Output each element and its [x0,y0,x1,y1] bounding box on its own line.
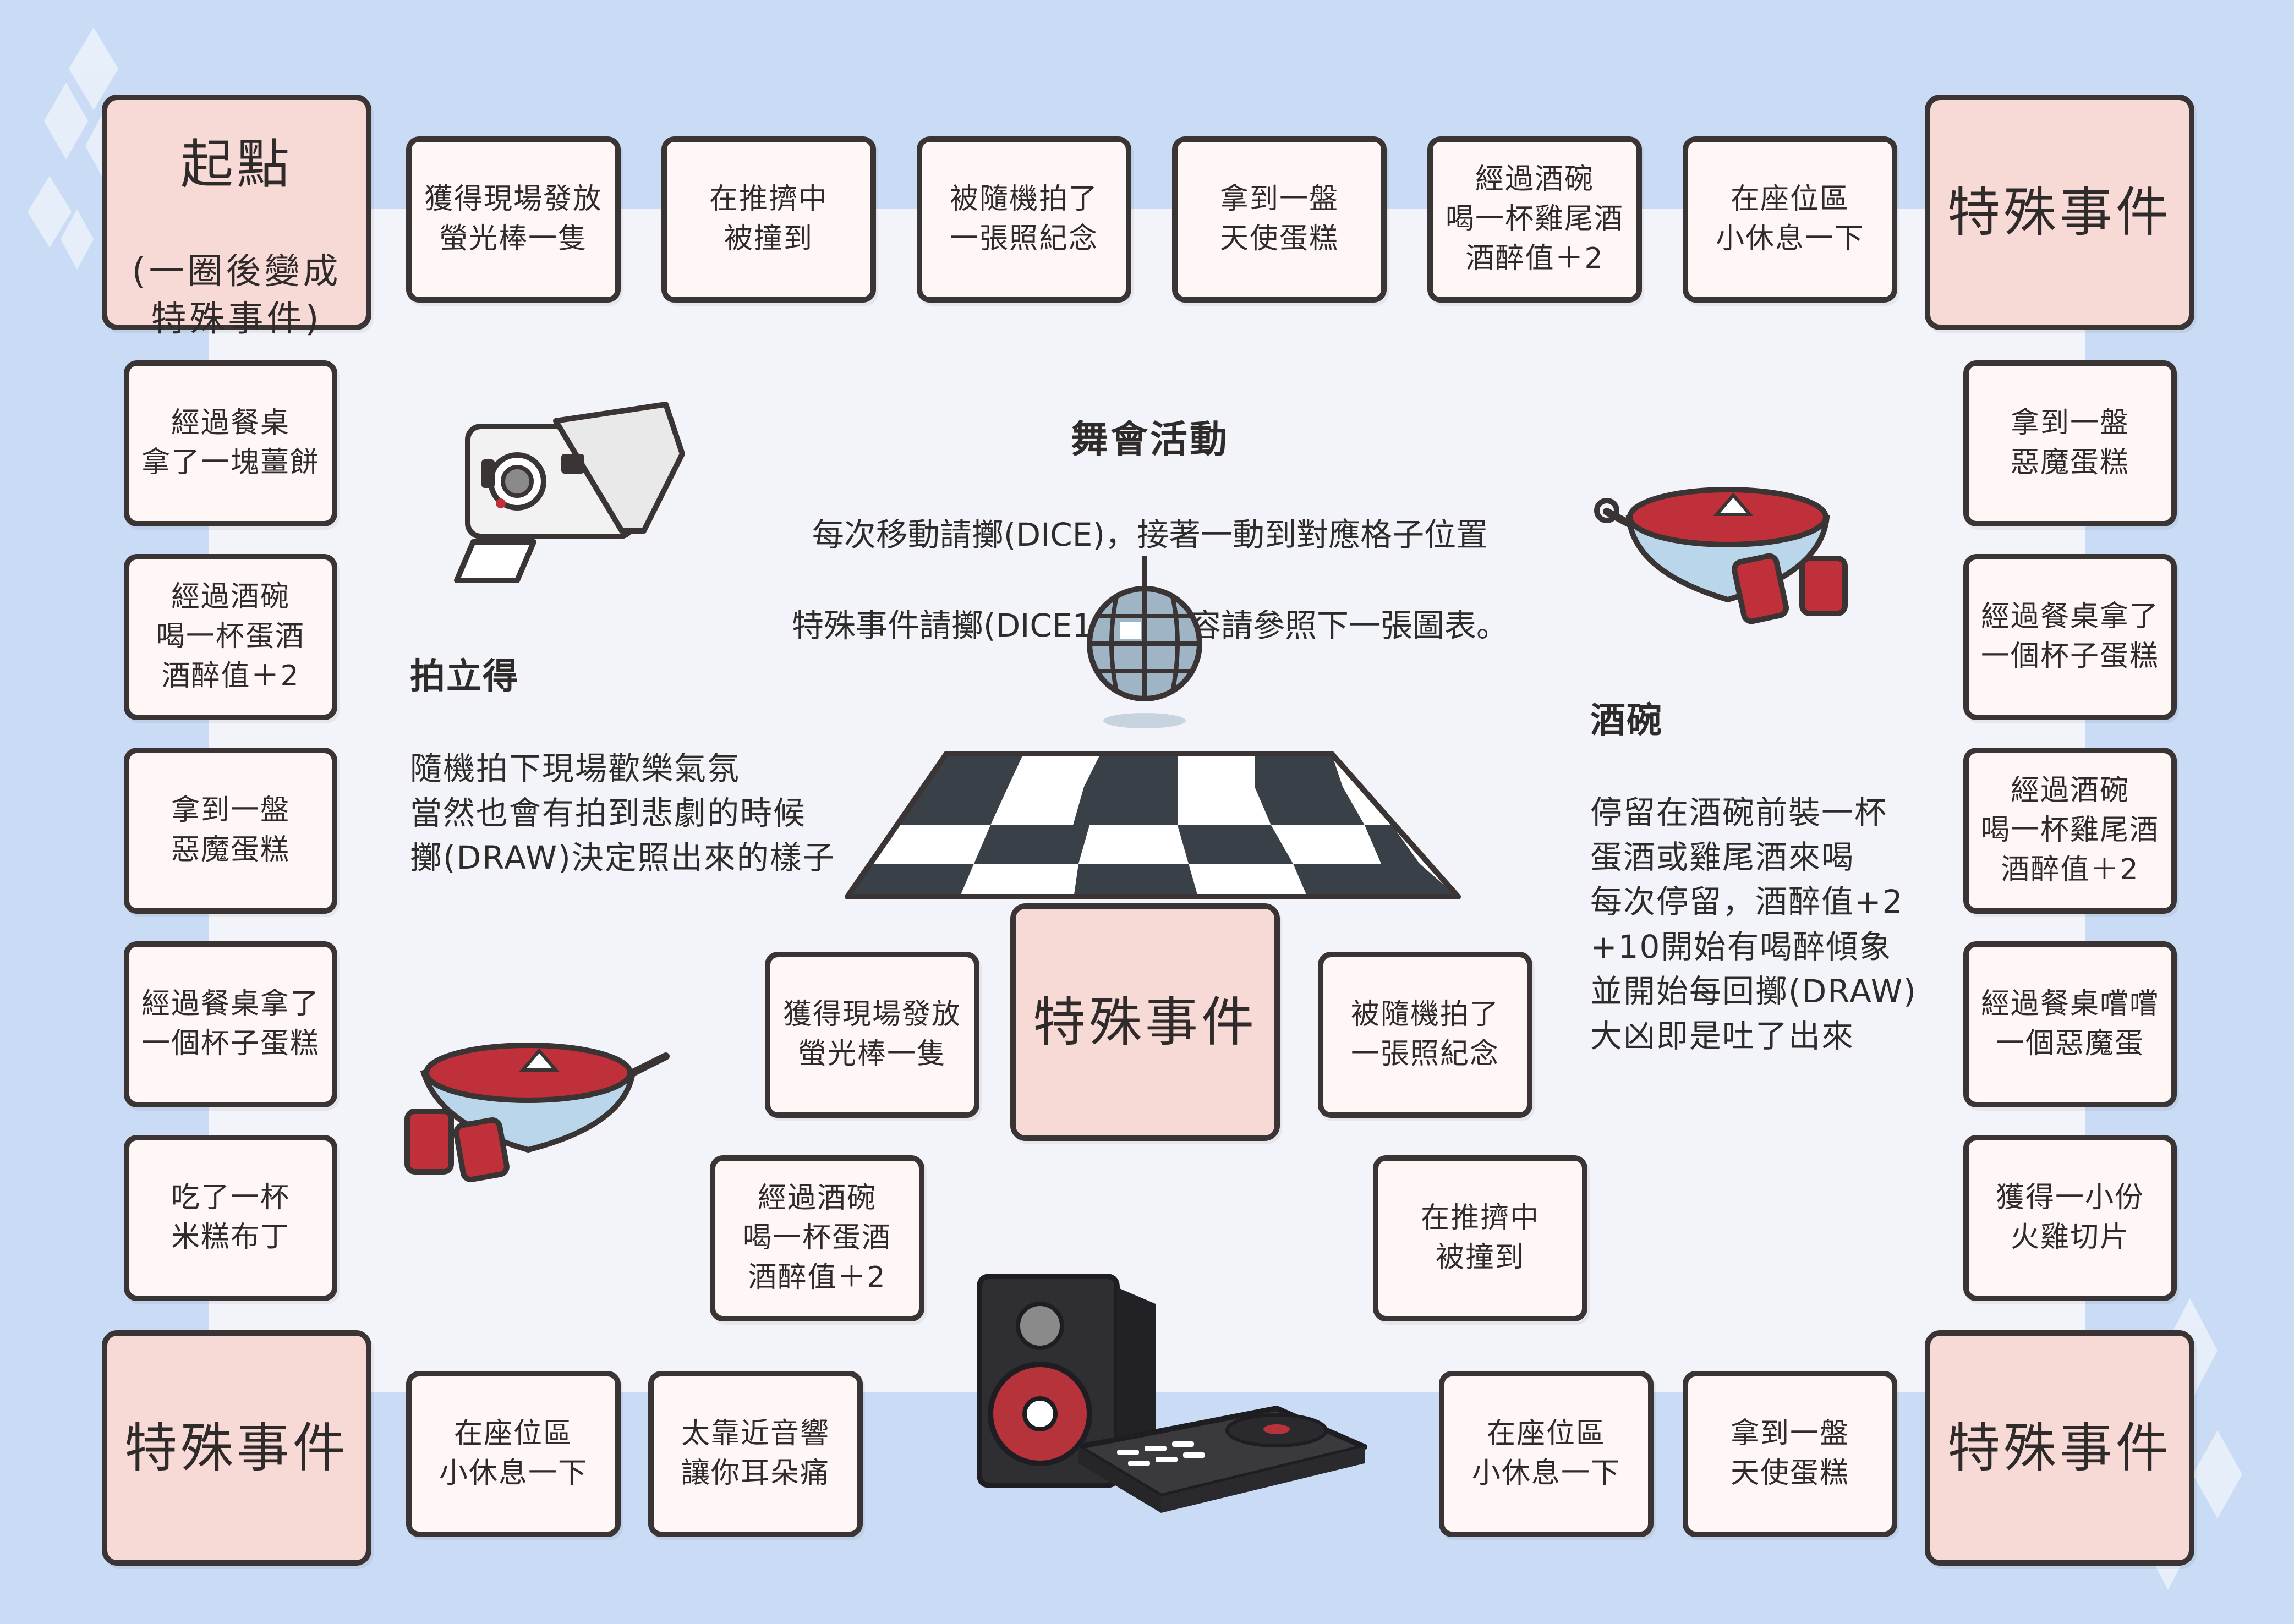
board-tile-right-3[interactable]: 經過酒碗 喝一杯雞尾酒 酒醉值＋2 [1963,748,2177,914]
tile-label: 被隨機拍了 一張照紀念 [949,183,1098,255]
disco-ball-icon [1087,556,1202,728]
tile-label: 經過酒碗 喝一杯雞尾酒 酒醉值＋2 [1980,774,2159,886]
bowl-note-title: 酒碗 [1590,700,1663,742]
tile-label: 經過酒碗 喝一杯雞尾酒 酒醉值＋2 [1445,163,1624,275]
tile-label: 經過餐桌拿了 一個杯子蛋糕 [141,987,320,1060]
board-tile-top-2[interactable]: 在推擠中 被撞到 [661,136,876,303]
board-tile-left-5[interactable]: 吃了一杯 米糕布丁 [124,1135,337,1301]
special-event-tile-bottom-left[interactable]: 特殊事件 [102,1330,371,1566]
start-tile[interactable]: 起點 (一圈後變成 特殊事件) [102,95,371,339]
tile-label: 吃了一杯 米糕布丁 [171,1181,290,1254]
punch-bowl-icon [1594,487,1848,624]
board-tile-bottom-2[interactable]: 太靠近音響 讓你耳朵痛 [648,1371,863,1537]
rules-title: 舞會活動 [1070,418,1229,462]
speaker-turntable-icon [977,1274,1367,1513]
board-tile-left-2[interactable]: 經過酒碗 喝一杯蛋酒 酒醉值＋2 [124,554,337,720]
camera-note-title: 拍立得 [410,656,519,698]
tile-label: 獲得一小份 火雞切片 [1995,1181,2144,1254]
tile-label: 拿到一盤 天使蛋糕 [1730,1417,1849,1490]
tile-label: 在推擠中 被撞到 [709,183,828,255]
inner-tile-left-bottom[interactable]: 經過酒碗 喝一杯蛋酒 酒醉值＋2 [710,1155,924,1321]
tile-label: 拿到一盤 惡魔蛋糕 [2010,407,2129,479]
polaroid-camera-icon [454,402,685,583]
board-tile-top-1[interactable]: 獲得現場發放 螢光棒一隻 [406,136,621,303]
special-event-tile-center[interactable]: 特殊事件 [1010,903,1280,1141]
bowl-note-body: 停留在酒碗前裝一杯 蛋酒或雞尾酒來喝 每次停留，酒醉值+2 +10開始有喝醉傾象… [1590,793,1917,1055]
bowl-note: 酒碗 停留在酒碗前裝一杯 蛋酒或雞尾酒來喝 每次停留，酒醉值+2 +10開始有喝… [1590,652,1917,1103]
board-tile-right-1[interactable]: 拿到一盤 惡魔蛋糕 [1963,360,2177,526]
board-tile-right-5[interactable]: 獲得一小份 火雞切片 [1963,1135,2177,1301]
board-tile-top-3[interactable]: 被隨機拍了 一張照紀念 [917,136,1131,303]
inner-tile-right-bottom[interactable]: 在推擠中 被撞到 [1373,1155,1587,1321]
inner-tile-left-top[interactable]: 獲得現場發放 螢光棒一隻 [765,952,979,1118]
board-tile-top-6[interactable]: 在座位區 小休息一下 [1683,136,1897,303]
diamond-pattern-icon [28,28,124,270]
tile-label: 經過酒碗 喝一杯蛋酒 酒醉值＋2 [742,1182,891,1294]
tile-label: 經過餐桌拿了 一個杯子蛋糕 [1980,600,2159,673]
tile-label: 經過餐桌 拿了一塊薑餅 [141,407,320,479]
special-event-label: 特殊事件 [1947,1417,2172,1479]
tile-label: 拿到一盤 惡魔蛋糕 [171,794,290,866]
tile-label: 獲得現場發放 螢光棒一隻 [424,183,603,255]
tile-label: 在座位區 小休息一下 [1715,183,1864,255]
board-tile-right-4[interactable]: 經過餐桌嚐嚐 一個惡魔蛋 [1963,941,2177,1107]
board-tile-top-5[interactable]: 經過酒碗 喝一杯雞尾酒 酒醉值＋2 [1427,136,1642,303]
dance-floor-icon [845,751,1461,899]
board-tile-right-2[interactable]: 經過餐桌拿了 一個杯子蛋糕 [1963,554,2177,720]
start-subtitle: (一圈後變成 特殊事件) [132,251,342,340]
tile-label: 經過酒碗 喝一杯蛋酒 酒醉值＋2 [156,580,305,693]
board-tile-top-4[interactable]: 拿到一盤 天使蛋糕 [1172,136,1387,303]
tile-label: 被隨機拍了 一張照紀念 [1350,998,1499,1071]
inner-tile-right-top[interactable]: 被隨機拍了 一張照紀念 [1318,952,1532,1118]
start-title: 起點 [180,133,293,195]
special-event-tile-bottom-right[interactable]: 特殊事件 [1925,1330,2194,1566]
special-event-label: 特殊事件 [1033,991,1257,1053]
tile-label: 在座位區 小休息一下 [1471,1417,1620,1490]
tile-label: 獲得現場發放 螢光棒一隻 [782,998,961,1071]
tile-label: 拿到一盤 天使蛋糕 [1219,183,1339,255]
rules-line-1: 每次移動請擲(DICE)，接著一動到對應格子位置 [812,516,1488,554]
camera-note: 拍立得 隨機拍下現場歡樂氣氛 當然也會有拍到悲劇的時候 擲(DRAW)決定照出來… [410,608,836,925]
board-tile-bottom-4[interactable]: 拿到一盤 天使蛋糕 [1683,1371,1897,1537]
tile-label: 在推擠中 被撞到 [1420,1201,1540,1274]
tile-label: 太靠近音響 讓你耳朵痛 [681,1417,830,1490]
tile-label: 經過餐桌嚐嚐 一個惡魔蛋 [1980,987,2159,1060]
special-event-tile-top-right[interactable]: 特殊事件 [1925,95,2194,330]
punch-bowl-icon [404,1043,670,1182]
tile-label: 在座位區 小休息一下 [439,1417,588,1490]
board-tile-left-1[interactable]: 經過餐桌 拿了一塊薑餅 [124,360,337,526]
board-tile-left-4[interactable]: 經過餐桌拿了 一個杯子蛋糕 [124,941,337,1107]
special-event-label: 特殊事件 [124,1417,349,1479]
board-tile-bottom-3[interactable]: 在座位區 小休息一下 [1439,1371,1654,1537]
camera-note-body: 隨機拍下現場歡樂氣氛 當然也會有拍到悲劇的時候 擲(DRAW)決定照出來的樣子 [410,749,836,877]
board-tile-bottom-1[interactable]: 在座位區 小休息一下 [406,1371,621,1537]
board-tile-left-3[interactable]: 拿到一盤 惡魔蛋糕 [124,748,337,914]
special-event-label: 特殊事件 [1947,181,2172,243]
